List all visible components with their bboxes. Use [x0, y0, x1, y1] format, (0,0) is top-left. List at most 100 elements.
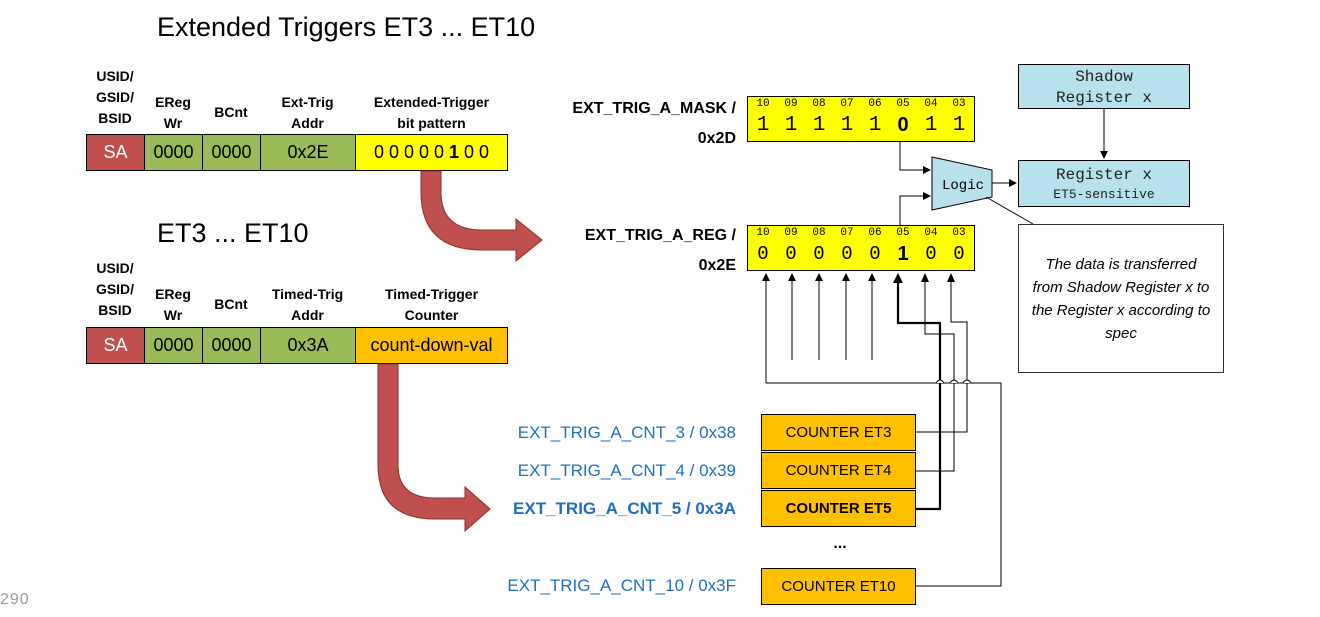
- et3-connection: [916, 275, 968, 433]
- frame2-sa-cell: SA: [86, 327, 145, 364]
- frame1-ereg-cell: 0000: [144, 134, 203, 171]
- mask-bit-value: 1: [784, 114, 798, 137]
- register-x-line2: ET5-sensitive: [1053, 187, 1155, 202]
- counter-box-et5: COUNTER ET5: [761, 490, 916, 527]
- counter-box-et4: COUNTER ET4: [761, 452, 916, 489]
- shadow-register-line1: Shadow: [1075, 68, 1133, 86]
- register-x-box: Register x ET5-sensitive: [1018, 160, 1190, 207]
- note-box: The data is transferred from Shadow Regi…: [1018, 224, 1224, 373]
- mask-bit-number: 04: [924, 98, 938, 110]
- page-number: 290: [0, 591, 30, 608]
- mask-bit-value: 1: [756, 114, 770, 137]
- trig-reg-name: EXT_TRIG_A_REG / 0x2E: [500, 221, 736, 281]
- logic-label: Logic: [942, 178, 984, 194]
- frame1-header-usid: USID/ GSID/ BSID: [95, 68, 135, 126]
- trig-bit-number: 10: [756, 227, 770, 239]
- trig-bit-value: 0: [785, 243, 797, 265]
- red-arrow-frame1: [420, 170, 543, 263]
- mask-register-bits: 10 09 08 07 06 05 04 03 1 1 1 1 1 0 1 1: [747, 96, 975, 142]
- frame1-sa-cell: SA: [86, 134, 145, 171]
- trig-bit-number: 04: [924, 227, 938, 239]
- trig-bit-value: 0: [925, 243, 937, 265]
- section-subtitle: ET3 ... ET10: [157, 218, 309, 248]
- mask-bit-value: 1: [868, 114, 882, 137]
- trig-bit-number: 08: [812, 227, 826, 239]
- frame2-addr-cell: 0x3A: [260, 327, 356, 364]
- mask-bit-number: 08: [812, 98, 826, 110]
- mask-bit-value: 1: [952, 114, 966, 137]
- frame2-header-usid: USID/ GSID/ BSID: [95, 260, 135, 318]
- mask-bit-number: 10: [756, 98, 770, 110]
- frame2-ereg-cell: 0000: [144, 327, 203, 364]
- frame1-header-addr: Ext-Trig Addr: [281, 94, 334, 131]
- reg-to-logic-line: [899, 192, 931, 225]
- trig-bit-value: 0: [813, 243, 825, 265]
- frame2-counter-cell: count-down-val: [355, 327, 508, 364]
- logic-to-note-line: [985, 196, 1034, 225]
- mask-bit-value-et5: 0: [897, 114, 909, 136]
- trig-reg-name-line2: 0x2E: [698, 257, 736, 274]
- counter-label-et3: EXT_TRIG_A_CNT_3 / 0x38: [517, 423, 736, 442]
- red-arrow-frame2: [377, 363, 491, 533]
- frame2-header-ereg: EReg Wr: [155, 286, 191, 323]
- frame2-header-addr: Timed-Trig Addr: [271, 286, 344, 323]
- frame1-header-ereg: EReg Wr: [155, 94, 191, 131]
- trig-bit-value: 0: [953, 243, 965, 265]
- mask-bit-value: 1: [812, 114, 826, 137]
- trig-bit-number: 05: [896, 227, 910, 239]
- pattern-bits-high: 0 0 0 0 0: [373, 142, 449, 162]
- et4-connection: [916, 275, 955, 472]
- logic-block: [931, 156, 993, 211]
- trig-bit-value: 0: [841, 243, 853, 265]
- counter-box-et3: COUNTER ET3: [761, 414, 916, 451]
- shadow-register-box: Shadow Register x: [1018, 64, 1190, 109]
- mask-reg-name-line2: 0x2D: [697, 130, 736, 147]
- frame1-addr-cell: 0x2E: [260, 134, 356, 171]
- trig-bit-value: 0: [869, 243, 881, 265]
- counter-ellipsis: ...: [833, 535, 847, 552]
- frame1-header-pattern: Extended-Trigger bit pattern: [373, 94, 490, 131]
- trig-register-bits: 10 09 08 07 06 05 04 03 0 0 0 0 0 1 0 0: [747, 225, 975, 271]
- trig-bit-number: 03: [952, 227, 966, 239]
- mask-bit-value: 1: [924, 114, 938, 137]
- frame2-header-counter: Timed-Trigger Counter: [384, 286, 479, 323]
- pattern-bit-et5: 1: [449, 142, 460, 162]
- mask-bit-number: 07: [840, 98, 854, 110]
- register-x-line1: Register x: [1055, 166, 1152, 184]
- counter-label-et4: EXT_TRIG_A_CNT_4 / 0x39: [517, 461, 736, 480]
- counter-label-et10: EXT_TRIG_A_CNT_10 / 0x3F: [507, 576, 736, 595]
- frame2-header-bcnt: BCnt: [214, 296, 248, 312]
- et10-connection: [766, 382, 1002, 587]
- mask-reg-name-line1: EXT_TRIG_A_MASK /: [572, 100, 736, 117]
- trig-bit-number: 07: [840, 227, 854, 239]
- counter-box-et10: COUNTER ET10: [761, 568, 916, 605]
- page-title: Extended Triggers ET3 ... ET10: [157, 12, 536, 42]
- mask-bit-number: 06: [868, 98, 882, 110]
- pattern-bits-low: 0 0: [459, 142, 490, 162]
- mask-bit-number: 09: [784, 98, 798, 110]
- frame1-header-bcnt: BCnt: [214, 104, 248, 120]
- note-text: The data is transferred from Shadow Regi…: [1031, 255, 1211, 342]
- et4-arrowhead: [921, 273, 929, 282]
- trig-bit-number: 09: [784, 227, 798, 239]
- et5-connection: [896, 275, 942, 511]
- shadow-register-line2: Register x: [1055, 89, 1152, 107]
- mask-to-logic-line: [899, 142, 931, 174]
- frame1-bcnt-cell: 0000: [202, 134, 261, 171]
- trig-reg-name-line1: EXT_TRIG_A_REG /: [584, 227, 736, 244]
- mask-reg-name: EXT_TRIG_A_MASK / 0x2D: [500, 94, 736, 154]
- trig-bit-value-et5: 1: [897, 243, 909, 265]
- mask-bit-value: 1: [840, 114, 854, 137]
- line-crossing-hop: [935, 379, 945, 384]
- et3-arrowhead: [947, 273, 955, 282]
- line-crossing-hop: [949, 379, 959, 384]
- mask-bit-number: 03: [952, 98, 966, 110]
- et5-arrowhead: [893, 273, 903, 283]
- line-crossing-hop: [962, 379, 972, 384]
- trig-bit-value: 0: [757, 243, 769, 265]
- mask-bit-number: 05: [896, 98, 910, 110]
- counter-label-et5: EXT_TRIG_A_CNT_5 / 0x3A: [513, 499, 736, 518]
- trig-bit-number: 06: [868, 227, 882, 239]
